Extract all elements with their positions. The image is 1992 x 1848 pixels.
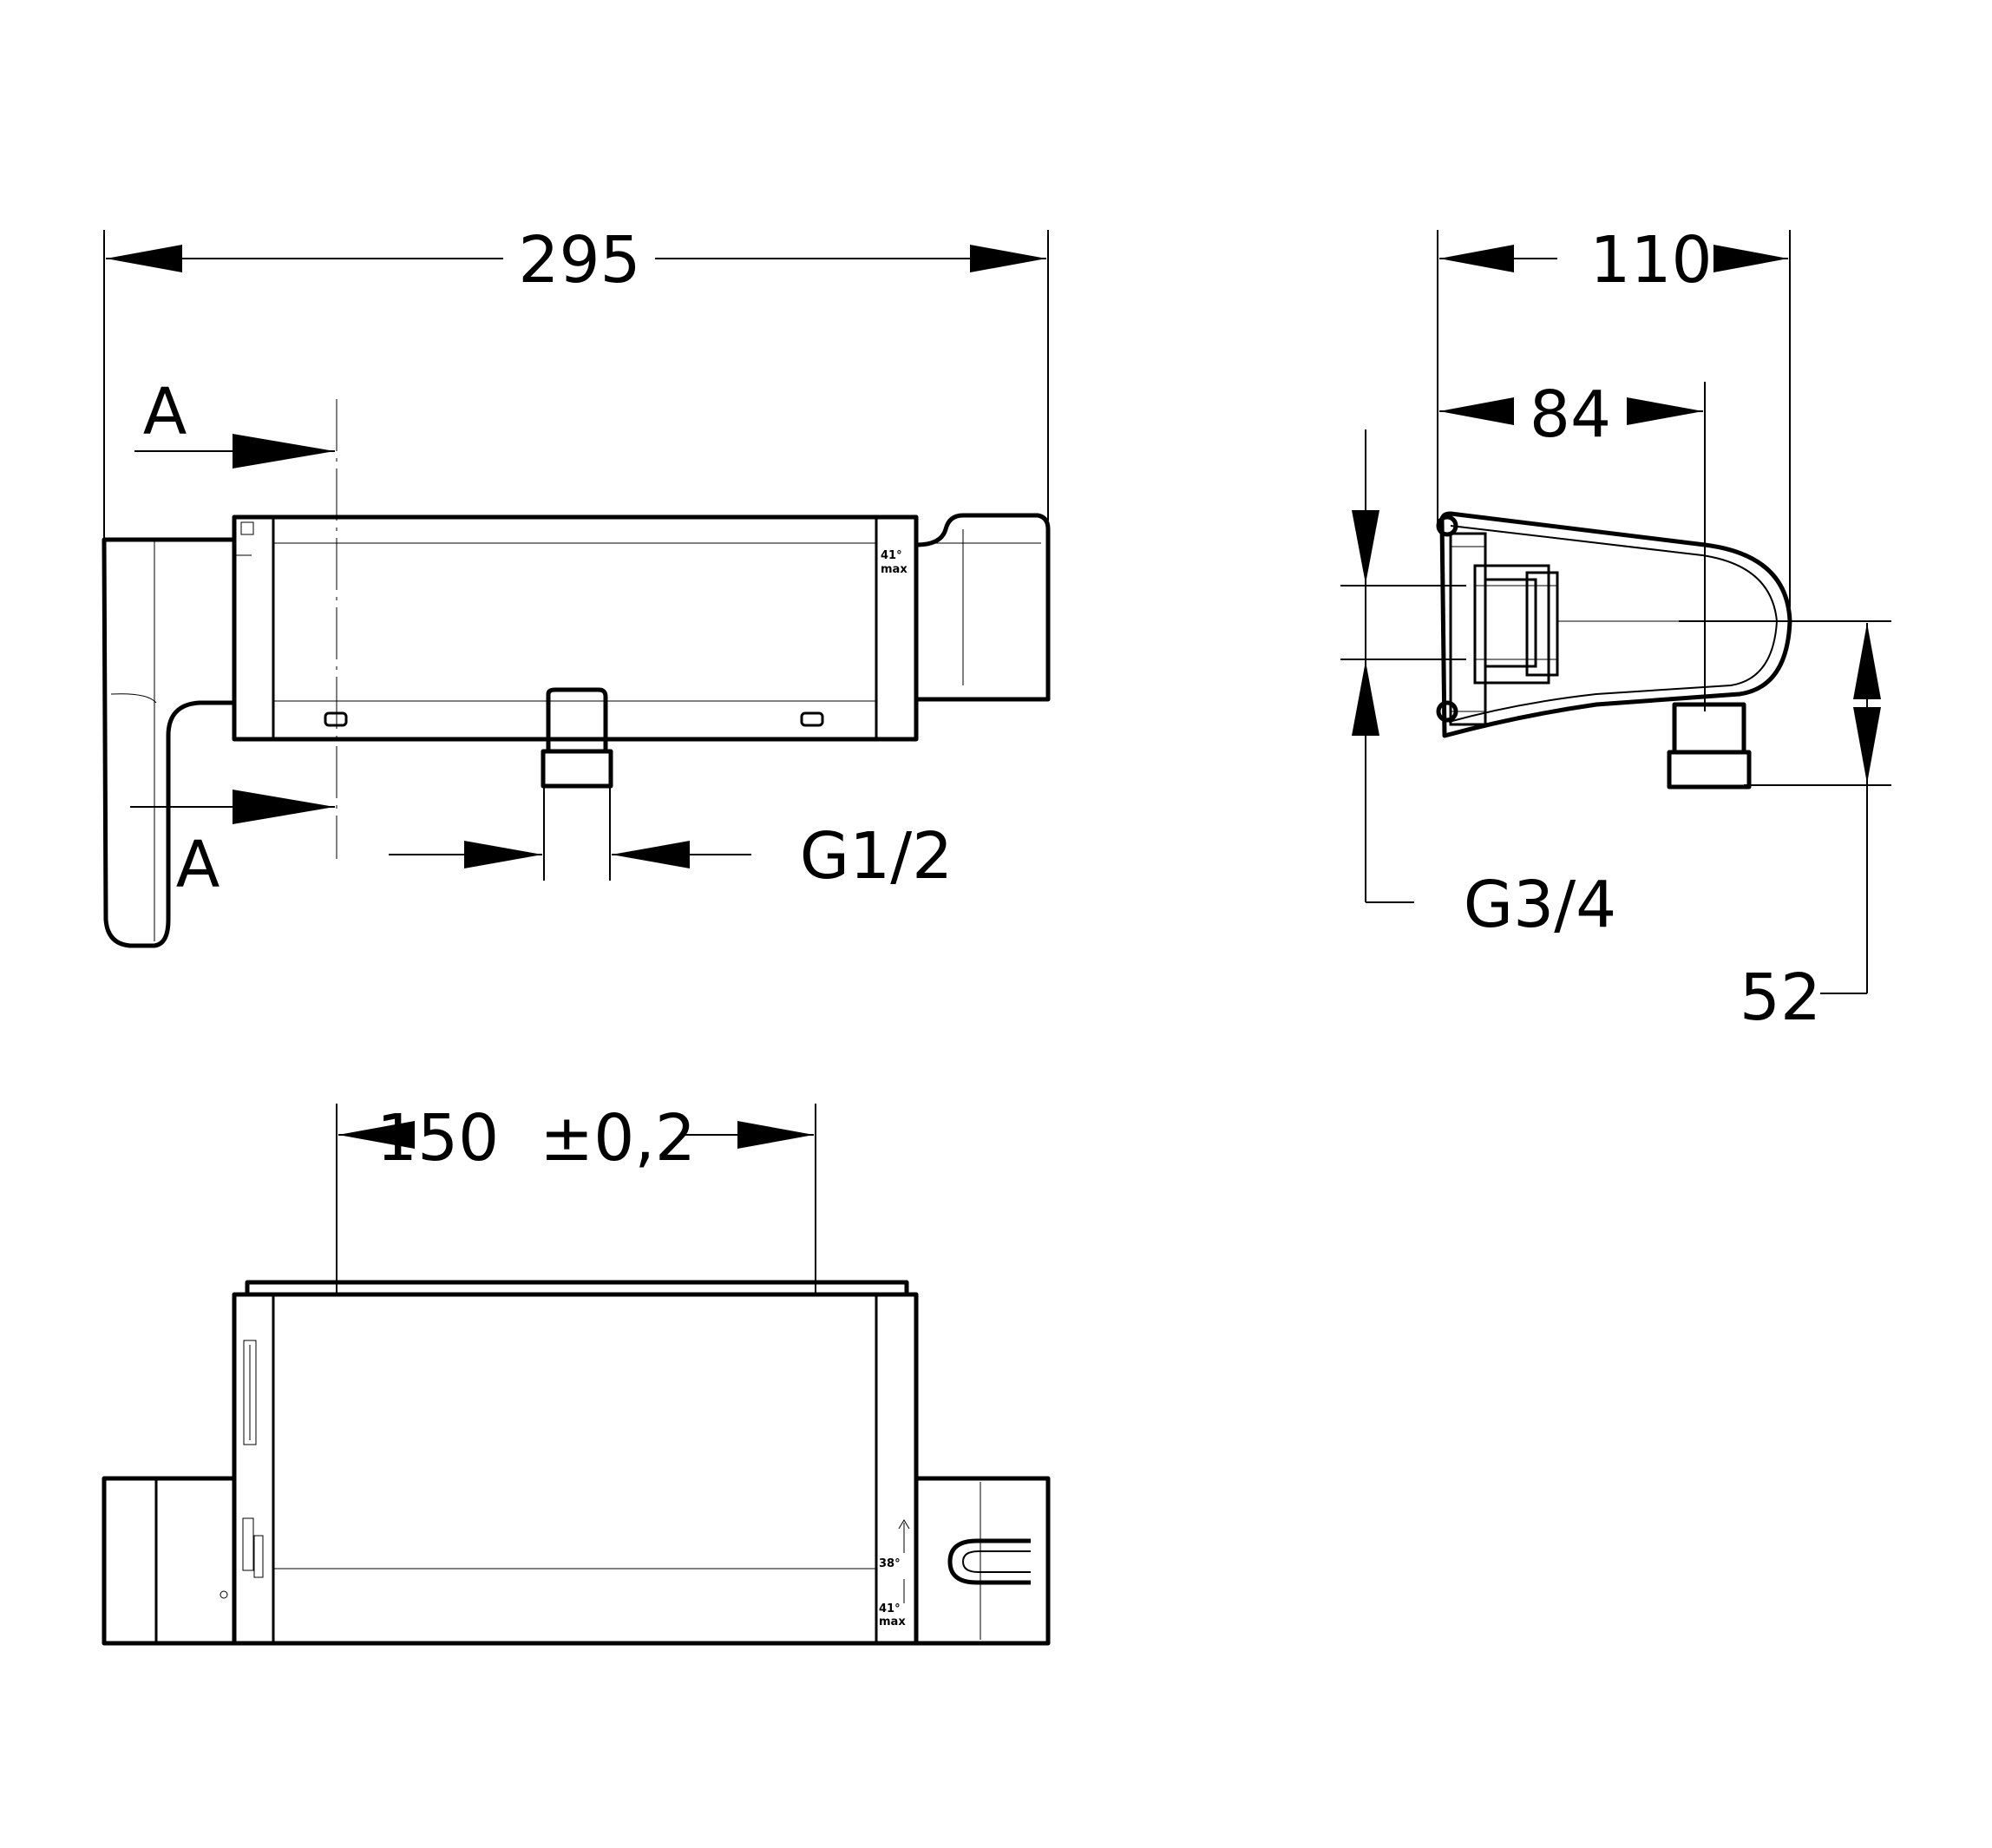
top-right-cap bbox=[916, 1476, 1051, 1646]
dimension-110: 110 bbox=[1437, 223, 1791, 607]
max-mark: max bbox=[881, 563, 908, 576]
spacing-label: 150 ±0,2 bbox=[377, 1101, 696, 1176]
mixer-body: 41° max bbox=[232, 514, 919, 742]
side-profile bbox=[1436, 511, 1792, 790]
dimension-52: 52 bbox=[1679, 620, 1891, 1035]
dimension-g34: G3/4 bbox=[1340, 429, 1616, 942]
outlet-height-label: 52 bbox=[1740, 960, 1821, 1035]
dimension-84: 84 bbox=[1439, 377, 1706, 711]
side-view: 110 84 G3/4 52 bbox=[1340, 223, 1891, 1035]
wall-handle bbox=[102, 537, 252, 948]
top-view: 150 ±0,2 38° 41° max bbox=[102, 1101, 1051, 1646]
section-label-top: A bbox=[143, 375, 187, 449]
thread-g34-label: G3/4 bbox=[1464, 868, 1616, 942]
dimension-150: 150 ±0,2 bbox=[336, 1101, 816, 1293]
dimension-295: 295 bbox=[103, 223, 1049, 538]
temp-mark: 41° bbox=[881, 549, 902, 562]
section-label-bottom: A bbox=[176, 828, 220, 902]
depth-inner-label: 84 bbox=[1530, 377, 1611, 452]
inlet-g12: G1/2 bbox=[389, 687, 953, 894]
max-mark: max bbox=[879, 1615, 906, 1628]
section-marker-a: A A bbox=[130, 375, 337, 902]
front-view: 295 A A 41° bbox=[102, 223, 1051, 948]
right-cap bbox=[915, 513, 1051, 702]
inlet-thread-label: G1/2 bbox=[800, 819, 953, 894]
depth-outer-label: 110 bbox=[1589, 223, 1712, 298]
width-dimension-label: 295 bbox=[518, 223, 640, 298]
temp-mark-38: 38° bbox=[879, 1557, 901, 1570]
temp-mark: 41° bbox=[879, 1602, 901, 1615]
top-body: 38° 41° max bbox=[220, 1280, 919, 1646]
top-left-cap bbox=[102, 1476, 237, 1646]
